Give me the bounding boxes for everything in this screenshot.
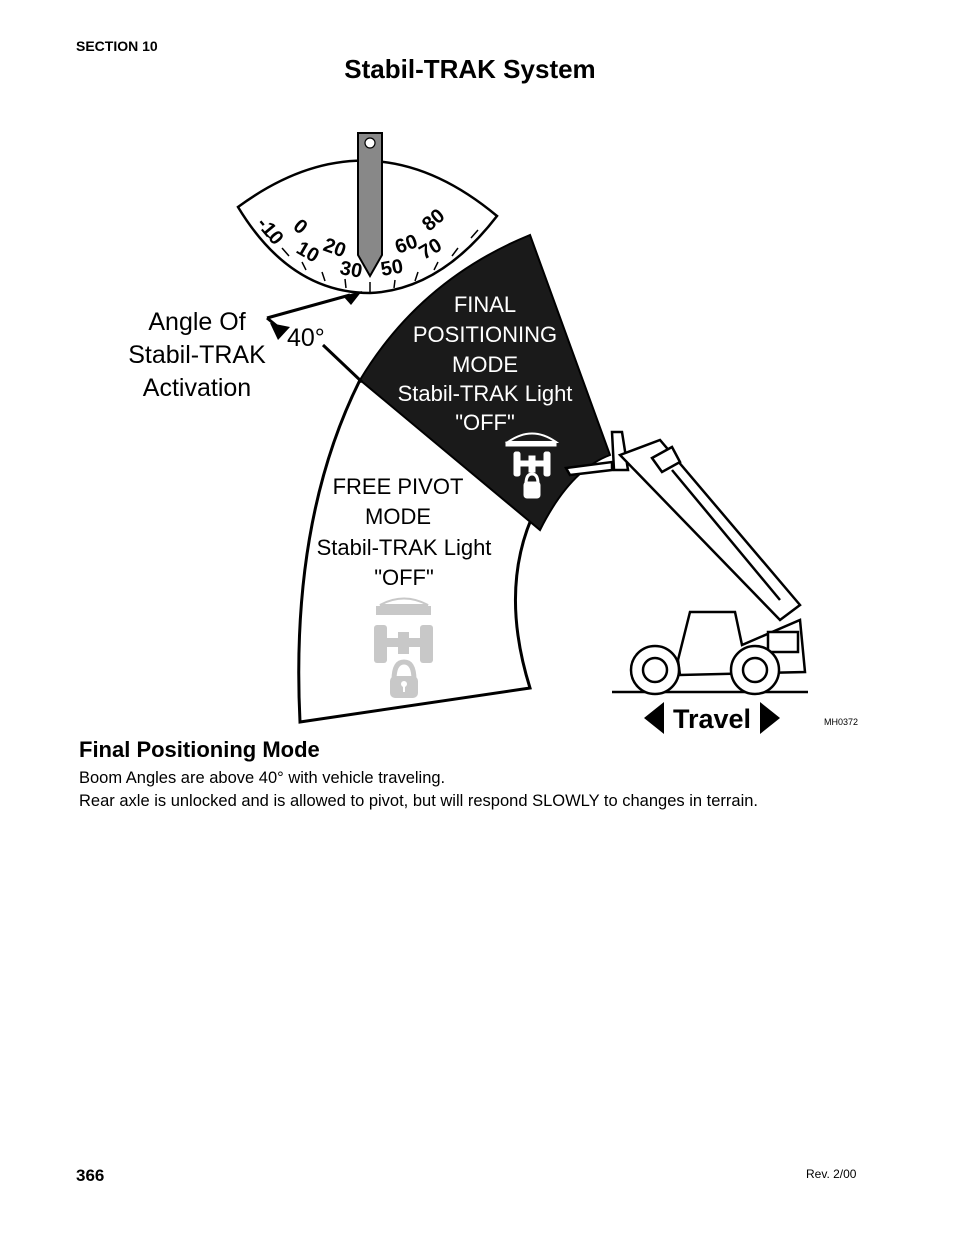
body-text-line: Boom Angles are above 40° with vehicle t… xyxy=(79,769,446,787)
travel-label: Travel xyxy=(673,704,751,734)
final-mode-line: Stabil-TRAK Light xyxy=(398,381,573,406)
angle-label-line: Stabil-TRAK xyxy=(128,341,266,369)
gauge-tick-label: 50 xyxy=(379,255,405,281)
travel-arrow-left-icon xyxy=(644,702,664,734)
gauge-tick-label: 30 xyxy=(338,257,364,283)
angle-label-line: Angle Of xyxy=(148,308,245,336)
section-heading: Final Positioning Mode xyxy=(79,737,320,762)
free-mode-line: FREE PIVOT xyxy=(333,474,464,499)
section-label: SECTION 10 xyxy=(76,38,158,54)
free-mode-line: MODE xyxy=(365,504,431,529)
angle-label-line: Activation xyxy=(143,374,251,402)
page-title: Stabil-TRAK System xyxy=(344,54,596,84)
axle-unlock-icon xyxy=(504,432,560,499)
travel-arrow-right-icon xyxy=(760,702,780,734)
final-mode-line: FINAL xyxy=(454,292,516,317)
angle-value: 40° xyxy=(287,324,325,352)
revision-label: Rev. 2/00 xyxy=(806,1167,857,1181)
final-mode-line: "OFF" xyxy=(455,410,515,435)
stabil-trak-figure: -10 0 10 20 30 50 60 70 80 Angle Of Stab… xyxy=(128,132,858,734)
final-mode-line: POSITIONING xyxy=(413,322,557,347)
axle-lock-icon xyxy=(374,597,433,698)
page-number: 366 xyxy=(76,1166,105,1185)
final-mode-line: MODE xyxy=(452,352,518,377)
angle-40-line xyxy=(321,343,364,384)
free-mode-line: Stabil-TRAK Light xyxy=(317,535,492,560)
telehandler-icon xyxy=(563,430,808,696)
figure-code: MH0372 xyxy=(824,717,858,727)
body-text-line: Rear axle is unlocked and is allowed to … xyxy=(79,792,759,810)
gauge-icon: -10 0 10 20 30 50 60 70 80 xyxy=(236,132,499,305)
free-mode-line: "OFF" xyxy=(374,565,434,590)
